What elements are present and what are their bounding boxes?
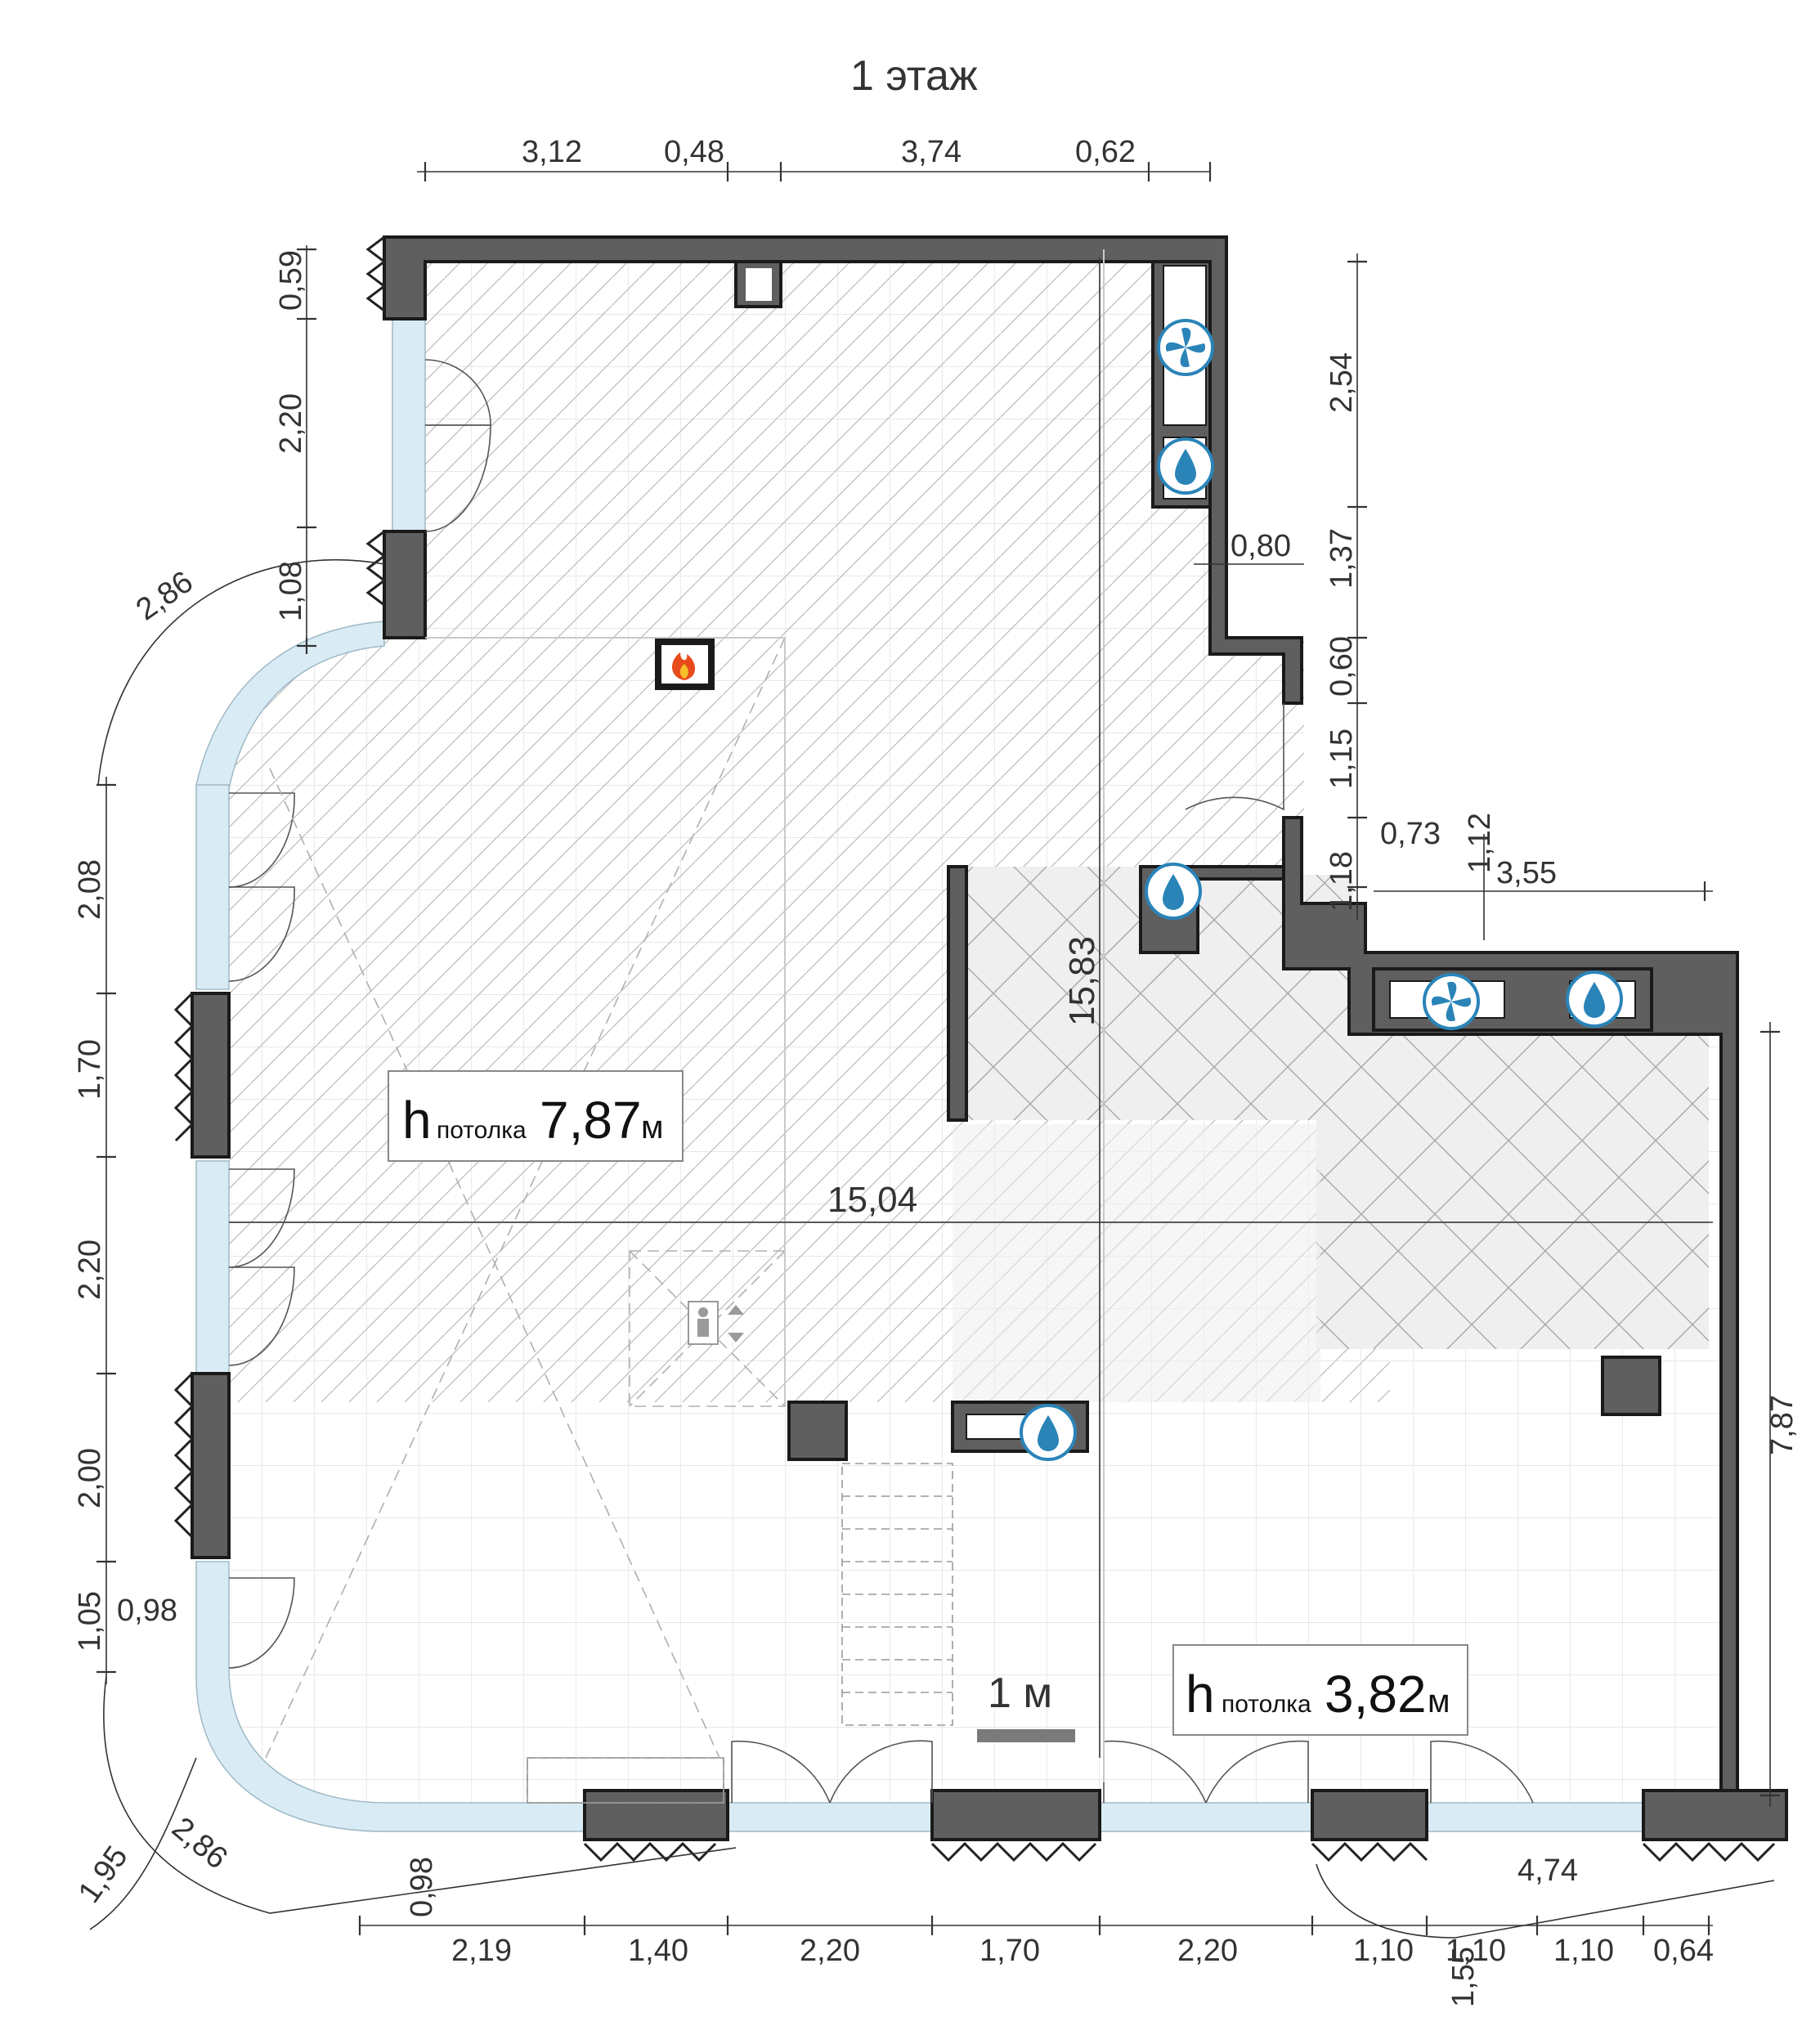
dim-right-4: 0,60 (1325, 636, 1359, 697)
dim-bottom-12: 1,55 (1446, 1947, 1481, 2007)
dim-bottom-11: 4,74 (1517, 1853, 1578, 1888)
fire-icon (655, 639, 715, 690)
dim-arc-outer: 1,95 (72, 1840, 135, 1909)
lower-stairs (527, 1757, 724, 1804)
ceiling-low-h: h (1186, 1665, 1215, 1724)
ceiling-low-value: 3,82 (1325, 1665, 1427, 1724)
dim-right-8: 1,18 (1325, 851, 1359, 912)
dim-left-1: 0,59 (274, 250, 308, 311)
water-drop-icon (1145, 863, 1202, 920)
dim-bottom-6: 2,20 (1177, 1934, 1238, 1968)
dim-bottom-5: 1,70 (979, 1934, 1040, 1968)
ceiling-label-high: h потолка 7,87 м (388, 1070, 684, 1162)
ceiling-high-unit: м (641, 1109, 664, 1145)
dim-right-10: 7,87 (1765, 1395, 1800, 1455)
dim-right-1: 2,54 (1325, 352, 1359, 413)
scale-bar-label: 1 м (988, 1670, 1052, 1717)
water-drop-icon (1566, 970, 1623, 1028)
wall-breaks (173, 235, 1776, 1862)
ceiling-low-unit: м (1428, 1683, 1450, 1719)
dim-right-6: 0,73 (1380, 817, 1441, 851)
dim-top-4: 0,62 (1075, 135, 1136, 169)
ceiling-high-h: h (402, 1091, 432, 1150)
ceiling-high-label: потолка (437, 1117, 527, 1144)
ceiling-label-low: h потолка 3,82 м (1172, 1644, 1468, 1736)
water-drop-icon (1020, 1404, 1077, 1461)
dim-right-9: 3,55 (1496, 856, 1557, 890)
dim-bottom-3: 1,40 (628, 1934, 688, 1968)
dim-bottom-2: 2,19 (451, 1934, 512, 1968)
dim-arc-bottom: 2,86 (165, 1811, 234, 1876)
dim-left-2: 2,20 (274, 393, 308, 454)
elevator-icon (688, 1301, 744, 1345)
page-title: 1 этаж (850, 52, 978, 100)
dim-bottom-1: 0,98 (405, 1857, 439, 1917)
dim-right-5: 1,15 (1325, 728, 1359, 789)
dim-right-3: 1,37 (1325, 528, 1359, 589)
dim-inner-vertical: 15,83 (1062, 936, 1102, 1026)
dim-bottom-10: 0,64 (1653, 1934, 1714, 1968)
dimension-lines (89, 162, 1780, 1939)
dim-left-4: 2,08 (73, 859, 107, 920)
atrium-lines (265, 637, 786, 1759)
dim-left-6: 2,20 (73, 1239, 107, 1300)
dim-bottom-7: 1,10 (1353, 1934, 1414, 1968)
dim-right-7: 1,12 (1463, 813, 1497, 873)
dim-bottom-9: 1,10 (1553, 1934, 1614, 1968)
dim-left-7: 2,00 (73, 1448, 107, 1508)
dim-top-3: 3,74 (901, 135, 962, 169)
dim-arc-top: 2,86 (130, 565, 199, 628)
dim-top-2: 0,48 (664, 135, 724, 169)
fan-icon (1423, 973, 1480, 1030)
dim-inner-horizontal: 15,04 (827, 1180, 917, 1220)
dim-right-2: 0,80 (1231, 529, 1291, 563)
dim-top-1: 3,12 (522, 135, 582, 169)
scale-bar: 1 м (977, 1670, 1075, 1742)
dim-left-8: 1,05 (73, 1591, 107, 1652)
doors (228, 359, 1534, 1804)
dim-bottom-4: 2,20 (800, 1934, 860, 1968)
dim-left-3: 1,08 (274, 561, 308, 621)
dim-left-9: 0,98 (117, 1594, 177, 1628)
fan-icon (1157, 319, 1214, 376)
water-drop-icon (1157, 437, 1214, 495)
dim-bottom-8: 1,10 (1446, 1934, 1506, 1968)
ceiling-high-value: 7,87 (540, 1091, 642, 1150)
ceiling-low-label: потолка (1222, 1691, 1311, 1718)
dim-left-5: 1,70 (73, 1039, 107, 1100)
